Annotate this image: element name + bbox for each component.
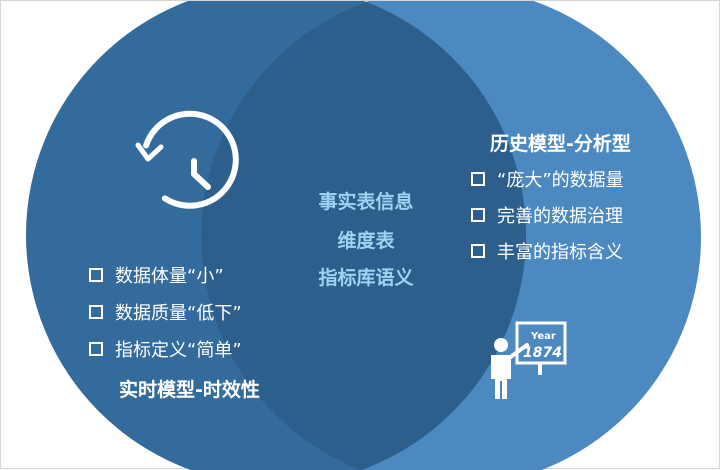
right-item-label: 丰富的指标含义 — [497, 242, 623, 263]
left-list-item: 指标定义“简单” — [89, 337, 242, 361]
overlap-line-fact-table: 事实表信息 — [318, 191, 414, 213]
left-item-label: 数据质量“低下” — [115, 303, 242, 324]
board-year-value: 1874 — [523, 345, 562, 361]
presenter-board-icon: Year 1874 — [491, 321, 567, 399]
checkbox-icon — [89, 268, 103, 282]
history-clock-icon — [135, 110, 239, 209]
presenter-arm — [507, 343, 529, 360]
right-list-item: “庞大”的数据量 — [471, 167, 624, 191]
left-item-label: 指标定义“简单” — [115, 340, 242, 361]
checkbox-icon — [89, 342, 103, 356]
left-list-item: 数据体量“小” — [89, 263, 224, 287]
right-list-item: 丰富的指标含义 — [471, 239, 623, 263]
checkbox-icon — [471, 244, 485, 258]
presenter-head — [494, 338, 508, 352]
left-item-label: 数据体量“小” — [115, 266, 224, 287]
overlap-region — [201, 1, 526, 470]
checkbox-icon — [471, 172, 485, 186]
left-title: 实时模型-时效性 — [119, 379, 260, 401]
board-year-label: Year — [530, 331, 556, 342]
right-item-label: 完善的数据治理 — [497, 206, 623, 227]
right-list-item: 完善的数据治理 — [471, 203, 623, 227]
overlap-line-dimension-table: 维度表 — [337, 230, 395, 252]
board-stand — [538, 363, 542, 375]
overlap-line-metric-semantics: 指标库语义 — [318, 267, 414, 289]
left-list-item: 数据质量“低下” — [89, 300, 242, 324]
right-title: 历史模型-分析型 — [490, 133, 631, 155]
checkbox-icon — [471, 208, 485, 222]
right-item-label: “庞大”的数据量 — [497, 170, 624, 191]
presenter-body — [491, 355, 511, 399]
checkbox-icon — [89, 305, 103, 319]
